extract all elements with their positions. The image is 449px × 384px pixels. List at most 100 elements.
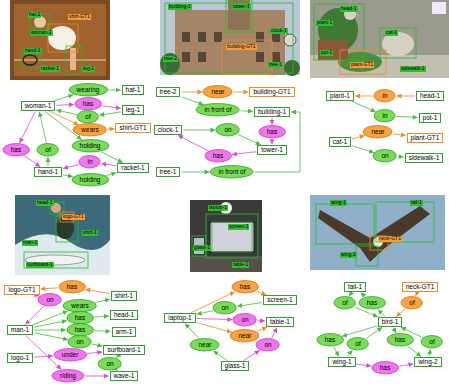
box-tag: glass-1 (193, 245, 211, 251)
relation-ellipse: in (376, 111, 393, 120)
relation-arrow (94, 316, 109, 317)
relation-label: has (67, 283, 77, 290)
relation-arrow (19, 112, 35, 143)
relation-label: wears (71, 302, 88, 309)
relation-arrow (105, 173, 116, 176)
object-label: wing-2 (418, 358, 437, 365)
box-tag: building-GT1 (226, 44, 257, 50)
object-box: racket-1 (117, 163, 148, 172)
object-label: tree-2 (160, 88, 177, 95)
relation-arrow (36, 295, 39, 296)
relation-label: in (382, 92, 387, 99)
object-box: head-1 (416, 91, 444, 100)
object-label: surfboard-1 (107, 346, 140, 353)
relation-arrow (41, 288, 58, 289)
object-label: hand-1 (38, 168, 58, 175)
relation-arrow (352, 136, 364, 139)
relation-arrow (398, 156, 404, 157)
relation-label: has (380, 364, 390, 371)
relation-label: holding (80, 176, 101, 183)
relation-ellipse: in front of (212, 167, 251, 176)
relation-ellipse: on (235, 315, 254, 324)
relation-arrow (271, 139, 272, 144)
relation-arrow (47, 157, 48, 166)
relation-label: on (381, 152, 388, 159)
relation-arrow (181, 172, 209, 173)
object-box: head-1 (110, 310, 138, 319)
object-label: screen-1 (267, 296, 292, 303)
relation-arrow (92, 344, 102, 346)
object-box: screen-1 (263, 295, 296, 304)
relation-arrow (347, 350, 353, 356)
relation-label: in (382, 112, 387, 119)
box-tag: head-1 (340, 6, 358, 12)
relation-label: of (85, 113, 90, 120)
relation-arrow (238, 134, 261, 144)
object-label: building-GT1 (253, 88, 290, 95)
relation-ellipse: in (81, 157, 98, 166)
object-label: shirt-1 (115, 292, 133, 299)
relation-arrow (352, 146, 374, 153)
relation-arrow (271, 118, 272, 125)
relation-arrow (87, 352, 103, 353)
relation-label: near (211, 88, 224, 95)
relation-label: has (267, 128, 277, 135)
relation-label: on (76, 338, 83, 345)
cat-plant-photo (310, 0, 449, 78)
relation-arrow (85, 289, 110, 293)
object-label: cat-1 (333, 138, 347, 145)
relation-arrow (197, 323, 232, 333)
relation-arrow (34, 356, 53, 357)
object-box: sidewalk-1 (405, 153, 444, 162)
object-label: man-1 (11, 326, 29, 333)
relation-ellipse: on (40, 295, 59, 304)
object-box: glass-1 (221, 361, 250, 370)
bird-photo (310, 195, 445, 270)
object-box: logo-GT1 (4, 285, 39, 294)
relation-arrow (237, 303, 262, 307)
relation-arrow (378, 309, 385, 316)
relation-arrow (355, 96, 374, 97)
relation-label: has (325, 336, 335, 343)
relation-arrow (54, 95, 74, 101)
relation-ellipse: near (192, 340, 217, 349)
object-label: sidewalk-1 (409, 154, 440, 161)
relation-arrow (34, 333, 68, 340)
relation-arrow (181, 97, 203, 105)
object-box: shirt-GT1 (115, 123, 150, 132)
object-box: tree-2 (156, 87, 181, 96)
relation-ellipse: on (375, 151, 394, 160)
object-box: tail-1 (344, 282, 366, 291)
object-box: logo-1 (7, 353, 33, 362)
relation-arrow (393, 134, 406, 136)
relation-ellipse: has (389, 335, 411, 344)
object-box: tree-1 (156, 167, 181, 176)
relation-label: holding (80, 142, 101, 149)
object-label: head-1 (114, 311, 134, 318)
object-box: arm-1 (112, 327, 137, 336)
box-tag: screen-1 (228, 224, 249, 230)
relation-ellipse: has (69, 313, 91, 322)
object-label: head-1 (420, 92, 440, 99)
relation-arrow (34, 321, 67, 328)
box-tag: building-1 (168, 4, 192, 10)
relation-ellipse: has (319, 335, 341, 344)
relation-label: on (46, 296, 53, 303)
relation-arrow (240, 110, 253, 111)
object-label: pot-1 (423, 114, 438, 121)
relation-ellipse: of (39, 145, 56, 154)
object-label: plant-GT1 (411, 134, 440, 141)
object-label: glass-1 (225, 362, 246, 369)
object-label: building-1 (258, 108, 286, 115)
box-tag: neck-GT1 (378, 236, 402, 242)
box-tag: wing-1 (330, 200, 347, 206)
object-box: clock-1 (154, 125, 183, 134)
relation-ellipse: on (258, 340, 277, 349)
object-box: building-GT1 (249, 87, 294, 96)
object-box: surfboard-1 (103, 345, 144, 354)
relation-ellipse: on (215, 303, 234, 312)
relation-arrow (63, 175, 73, 177)
relation-arrow (197, 311, 214, 315)
relation-arrow (361, 292, 366, 296)
object-box: building-1 (254, 107, 290, 116)
